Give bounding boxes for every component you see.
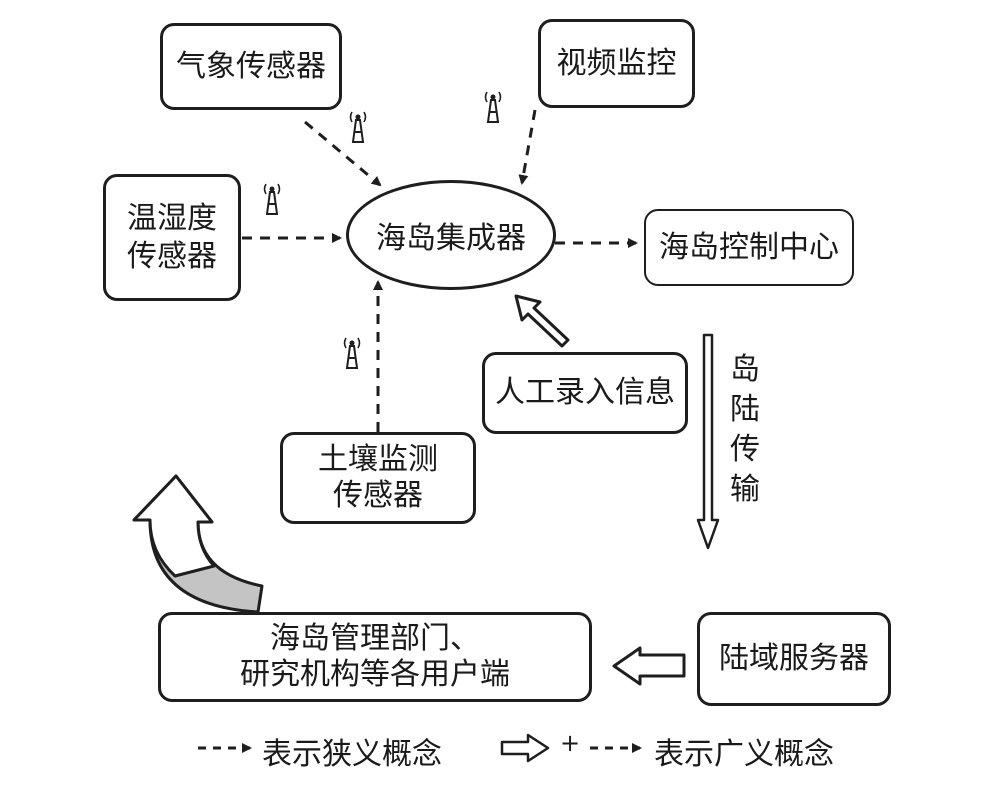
land-server-label: 陆域服务器 — [719, 641, 869, 676]
antenna-icon — [263, 183, 281, 215]
island-integrator-node: 海岛集成器 — [346, 180, 556, 290]
hollow-arrow-icon — [696, 333, 720, 550]
temp-humidity-sensor-node: 温湿度 传感器 — [103, 174, 241, 301]
weather-sensor-label: 气象传感器 — [176, 48, 326, 84]
soil-sensor-label-line1: 土壤监测 — [318, 442, 438, 477]
hollow-arrow-icon — [612, 646, 686, 686]
legend-narrow-text: 表示狭义概念 — [262, 737, 442, 772]
manual-input-label: 人工录入信息 — [495, 375, 675, 410]
users-label-line1: 海岛管理部门、 — [270, 621, 480, 656]
transfer-char: 传 — [730, 432, 760, 467]
legend-broad-text: 表示广义概念 — [654, 737, 834, 772]
antenna-icon — [484, 91, 502, 123]
transfer-char: 岛 — [730, 352, 760, 387]
temp-humidity-label-line2: 传感器 — [127, 238, 217, 274]
transfer-char: 陆 — [730, 392, 760, 427]
video-monitor-node: 视频监控 — [538, 19, 695, 108]
arrow-weather-to-integrator — [304, 120, 382, 187]
soil-sensor-node: 土壤监测 传感器 — [280, 432, 476, 524]
antenna-icon — [349, 111, 367, 143]
curved-arrow-icon — [132, 474, 216, 578]
island-integrator-label: 海岛集成器 — [376, 221, 526, 256]
transfer-char: 输 — [730, 472, 760, 507]
temp-humidity-label-line1: 温湿度 — [127, 200, 217, 236]
hollow-arrow-icon — [500, 733, 550, 763]
weather-sensor-node: 气象传感器 — [160, 23, 342, 110]
island-control-center-label: 海岛控制中心 — [659, 229, 839, 265]
island-control-center-node: 海岛控制中心 — [644, 209, 854, 286]
land-server-node: 陆域服务器 — [697, 612, 891, 706]
users-node: 海岛管理部门、 研究机构等各用户端 — [158, 612, 592, 702]
legend-plus: + — [560, 729, 581, 757]
soil-sensor-label-line2: 传感器 — [333, 478, 423, 513]
arrow-video-to-integrator — [518, 109, 537, 185]
video-monitor-label: 视频监控 — [556, 45, 677, 81]
users-label-line2: 研究机构等各用户端 — [240, 657, 510, 692]
antenna-icon — [343, 337, 361, 369]
island-land-transfer-label: 岛 陆 传 输 — [730, 350, 760, 510]
manual-input-node: 人工录入信息 — [482, 352, 688, 434]
hollow-arrow-icon — [514, 294, 570, 348]
